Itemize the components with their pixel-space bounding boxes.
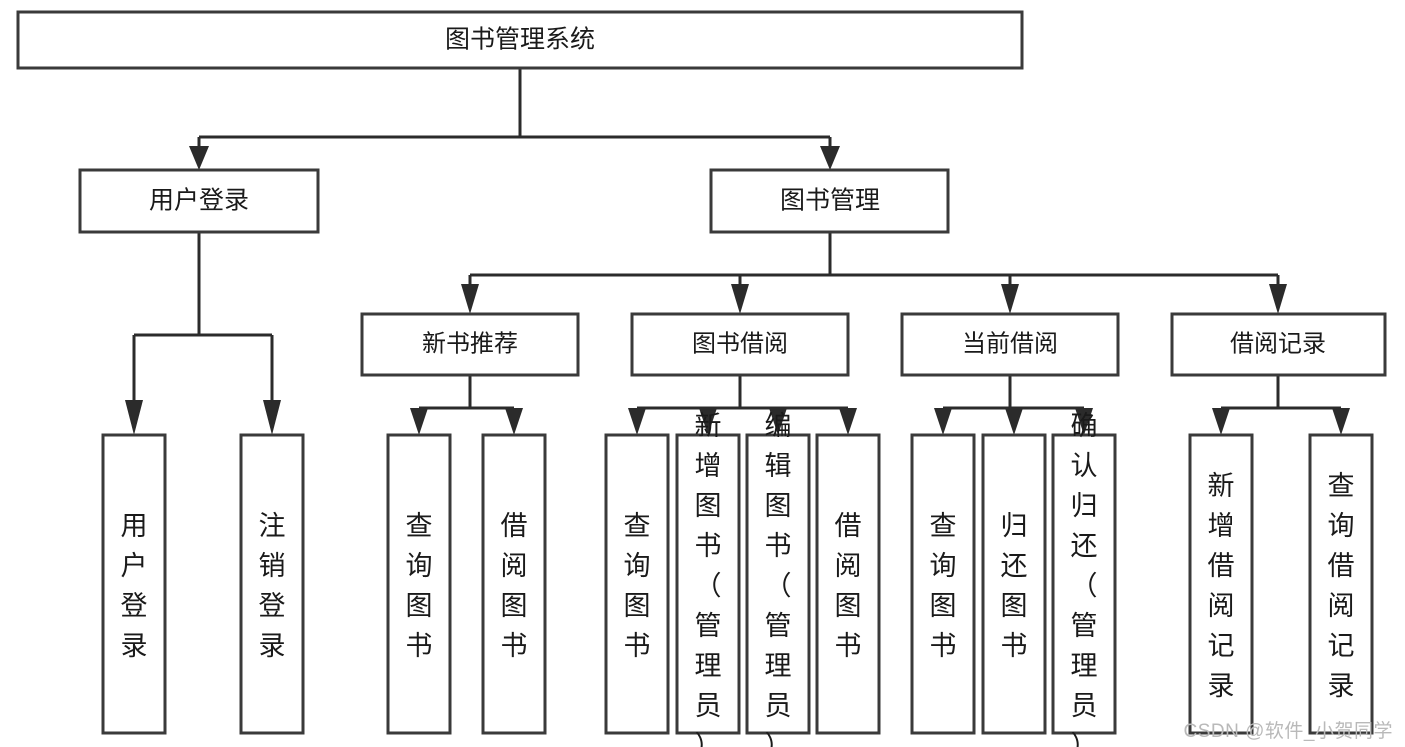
leaf-node-box[interactable] (604, 433, 670, 735)
leaf-node[interactable]: 新增图书（管理员） (675, 411, 741, 747)
leaf-node[interactable]: 新增借阅记录 (1188, 433, 1254, 735)
node-user-login-box[interactable] (78, 168, 320, 234)
leaf-node-box[interactable] (1308, 433, 1374, 735)
leaf-node[interactable]: 注销登录 (239, 433, 305, 735)
arrow-head-leaf-return-book (1005, 408, 1023, 435)
arrow-head-book-manage (820, 146, 840, 170)
leaf-node-box[interactable] (481, 433, 547, 735)
node-new-book-recommend-label: 新书推荐 (422, 330, 518, 357)
node-borrow-record-label: 借阅记录 (1230, 330, 1326, 357)
arrow-head-leaf-query-record (1332, 408, 1350, 435)
leaf-node-label: 借阅图书 (501, 511, 528, 661)
node-current-borrow-label: 当前借阅 (962, 330, 1058, 357)
leaf-node-box[interactable] (745, 433, 811, 735)
arrow-head-leaf-query-book-3 (934, 408, 952, 435)
leaf-node[interactable]: 查询图书 (386, 433, 452, 735)
connector-layer (125, 68, 1350, 435)
node-root-label: 图书管理系统 (445, 26, 595, 54)
arrow-head-book-borrow (731, 284, 749, 314)
leaf-node-label: 查询图书 (930, 511, 957, 661)
arrow-head-leaf-query-book-2 (628, 408, 646, 435)
node-user-login[interactable]: 用户登录 (78, 168, 320, 234)
node-book-borrow[interactable]: 图书借阅 (630, 312, 850, 377)
leaf-node-label: 借阅图书 (835, 511, 862, 661)
node-book-manage-box[interactable] (709, 168, 950, 234)
leaf-node[interactable]: 编辑图书（管理员） (745, 411, 811, 747)
arrow-head-leaf-logout (263, 400, 281, 435)
arrow-head-new-book-recommend (461, 284, 479, 314)
node-new-book-recommend[interactable]: 新书推荐 (360, 312, 580, 377)
leaf-node[interactable]: 查询图书 (604, 433, 670, 735)
leaf-node[interactable]: 用户登录 (101, 433, 167, 735)
arrow-head-leaf-confirm-return (1075, 408, 1093, 435)
arrow-head-current-borrow (1001, 284, 1019, 314)
leaf-node-layer: 用户登录 注销登录 查询图书 借阅图书 查询图书 新增图书（管理员） 编辑图书（管理员） 借阅… (101, 411, 1374, 747)
node-current-borrow-box[interactable] (900, 312, 1120, 377)
leaf-node-label: 新增借阅记录 (1208, 471, 1235, 701)
leaf-node-box[interactable] (981, 433, 1047, 735)
node-current-borrow[interactable]: 当前借阅 (900, 312, 1120, 377)
node-book-borrow-box[interactable] (630, 312, 850, 377)
arrow-head-leaf-borrow-book-1 (505, 408, 523, 435)
node-borrow-record-box[interactable] (1170, 312, 1387, 377)
leaf-node-label: 注销登录 (259, 511, 286, 661)
leaf-node-box[interactable] (239, 433, 305, 735)
leaf-node[interactable]: 借阅图书 (815, 433, 881, 735)
leaf-node[interactable]: 查询图书 (910, 433, 976, 735)
arrow-head-leaf-edit-book (769, 408, 787, 435)
leaf-node[interactable]: 确认归还（管理员） (1051, 411, 1117, 747)
leaf-node-label: 用户登录 (121, 511, 148, 661)
node-book-manage-label: 图书管理 (780, 187, 880, 215)
node-book-borrow-label: 图书借阅 (692, 330, 788, 357)
leaf-node-label: 新增图书（管理员） (695, 411, 722, 747)
arrow-head-leaf-borrow-book-2 (839, 408, 857, 435)
arrow-head-leaf-query-book-1 (410, 408, 428, 435)
node-user-login-label: 用户登录 (149, 187, 249, 215)
leaf-node-label: 查询图书 (624, 511, 651, 661)
leaf-node[interactable]: 归还图书 (981, 433, 1047, 735)
leaf-node-box[interactable] (1051, 433, 1117, 735)
arrow-head-leaf-add-record (1212, 408, 1230, 435)
leaf-node-box[interactable] (910, 433, 976, 735)
arrow-head-user-login (189, 146, 209, 170)
node-book-manage[interactable]: 图书管理 (709, 168, 950, 234)
leaf-node-box[interactable] (1188, 433, 1254, 735)
leaf-node[interactable]: 借阅图书 (481, 433, 547, 735)
node-borrow-record[interactable]: 借阅记录 (1170, 312, 1387, 377)
leaf-node-box[interactable] (675, 433, 741, 735)
leaf-node-label: 归还图书 (1001, 511, 1028, 661)
leaf-node-box[interactable] (386, 433, 452, 735)
leaf-node[interactable]: 查询借阅记录 (1308, 433, 1374, 735)
leaf-node-box[interactable] (815, 433, 881, 735)
leaf-node-label: 查询借阅记录 (1328, 471, 1355, 701)
leaf-node-label: 确认归还（管理员） (1071, 411, 1098, 747)
leaf-node-box[interactable] (101, 433, 167, 735)
node-root-box[interactable] (16, 10, 1024, 70)
node-new-book-recommend-box[interactable] (360, 312, 580, 377)
leaf-node-label: 编辑图书（管理员） (765, 411, 792, 747)
arrow-head-borrow-record (1269, 284, 1287, 314)
leaf-node-label: 查询图书 (406, 511, 433, 661)
arrow-head-leaf-add-book (699, 408, 717, 435)
arrow-head-leaf-user-login (125, 400, 143, 435)
node-root[interactable]: 图书管理系统 (16, 10, 1024, 70)
